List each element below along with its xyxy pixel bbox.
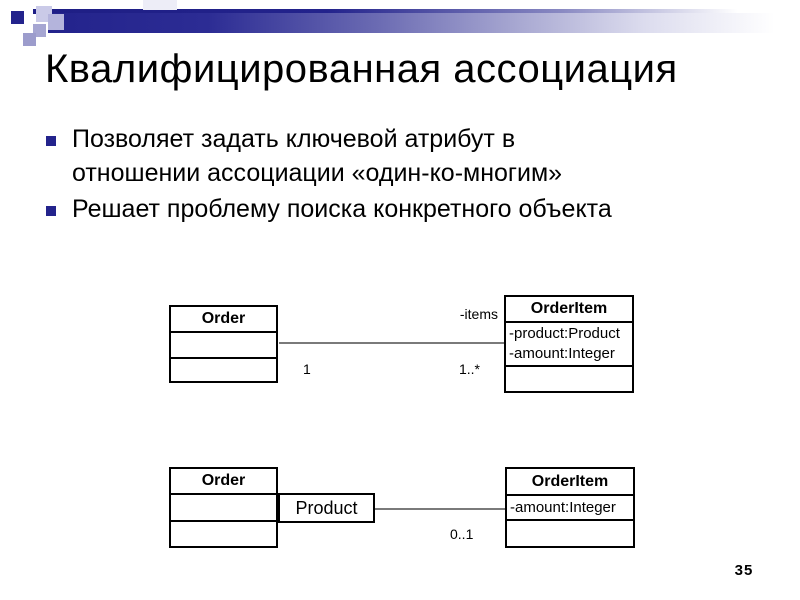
uml-attribute: -product:Product bbox=[509, 325, 620, 342]
header-thin-gradient-bar bbox=[33, 9, 767, 14]
uml-class-name: Order bbox=[171, 307, 276, 333]
bullet-item: Позволяет задать ключевой атрибут в отно… bbox=[72, 122, 562, 190]
uml-class-name: OrderItem bbox=[506, 297, 632, 323]
multiplicity-label: 0..1 bbox=[450, 526, 474, 542]
uml-class-orderitem-top: OrderItem -product:Product -amount:Integ… bbox=[504, 295, 634, 393]
uml-attribute: -amount:Integer bbox=[510, 499, 616, 516]
uml-qualifier-label: Product bbox=[295, 497, 358, 518]
uml-empty-compartment bbox=[171, 333, 276, 359]
uml-empty-compartment bbox=[506, 367, 632, 391]
bullet-square-icon bbox=[46, 206, 56, 216]
uml-class-orderitem-bottom: OrderItem -amount:Integer bbox=[505, 467, 635, 548]
decor-square bbox=[48, 14, 64, 30]
header-gradient-bar bbox=[48, 13, 775, 33]
page-number: 35 bbox=[734, 562, 754, 579]
association-line bbox=[279, 342, 505, 344]
bullet-line: Решает проблему поиска конкретного объек… bbox=[72, 195, 612, 223]
decor-square bbox=[23, 33, 36, 46]
uml-empty-compartment bbox=[507, 521, 633, 546]
multiplicity-label: 1..* bbox=[458, 361, 480, 377]
uml-empty-compartment bbox=[171, 522, 276, 546]
bullet-line: отношении ассоциации «один-ко-многим» bbox=[72, 159, 563, 187]
uml-class-name: OrderItem bbox=[507, 469, 633, 496]
bullet-square-icon bbox=[46, 136, 56, 146]
bullet-line: Позволяет задать ключевой атрибут в bbox=[72, 125, 516, 153]
uml-class-order-top: Order bbox=[169, 305, 278, 383]
decor-square bbox=[11, 11, 24, 24]
multiplicity-label: 1 bbox=[303, 361, 311, 377]
uml-class-name: Order bbox=[171, 469, 276, 495]
uml-attributes-compartment: -amount:Integer bbox=[507, 496, 633, 521]
decor-square bbox=[143, 0, 177, 10]
association-role-label: -items bbox=[459, 306, 498, 322]
uml-empty-compartment bbox=[171, 495, 276, 522]
uml-class-order-bottom: Order bbox=[169, 467, 278, 548]
bullet-item: Решает проблему поиска конкретного объек… bbox=[72, 192, 612, 226]
decor-square bbox=[33, 24, 46, 37]
uml-qualifier-box: Product bbox=[278, 493, 375, 523]
association-line bbox=[375, 508, 506, 510]
uml-attribute: -amount:Integer bbox=[509, 345, 615, 362]
uml-attributes-compartment: -product:Product -amount:Integer bbox=[506, 323, 632, 367]
slide-title: Квалифицированная ассоциация bbox=[45, 47, 678, 91]
uml-empty-compartment bbox=[171, 359, 276, 381]
